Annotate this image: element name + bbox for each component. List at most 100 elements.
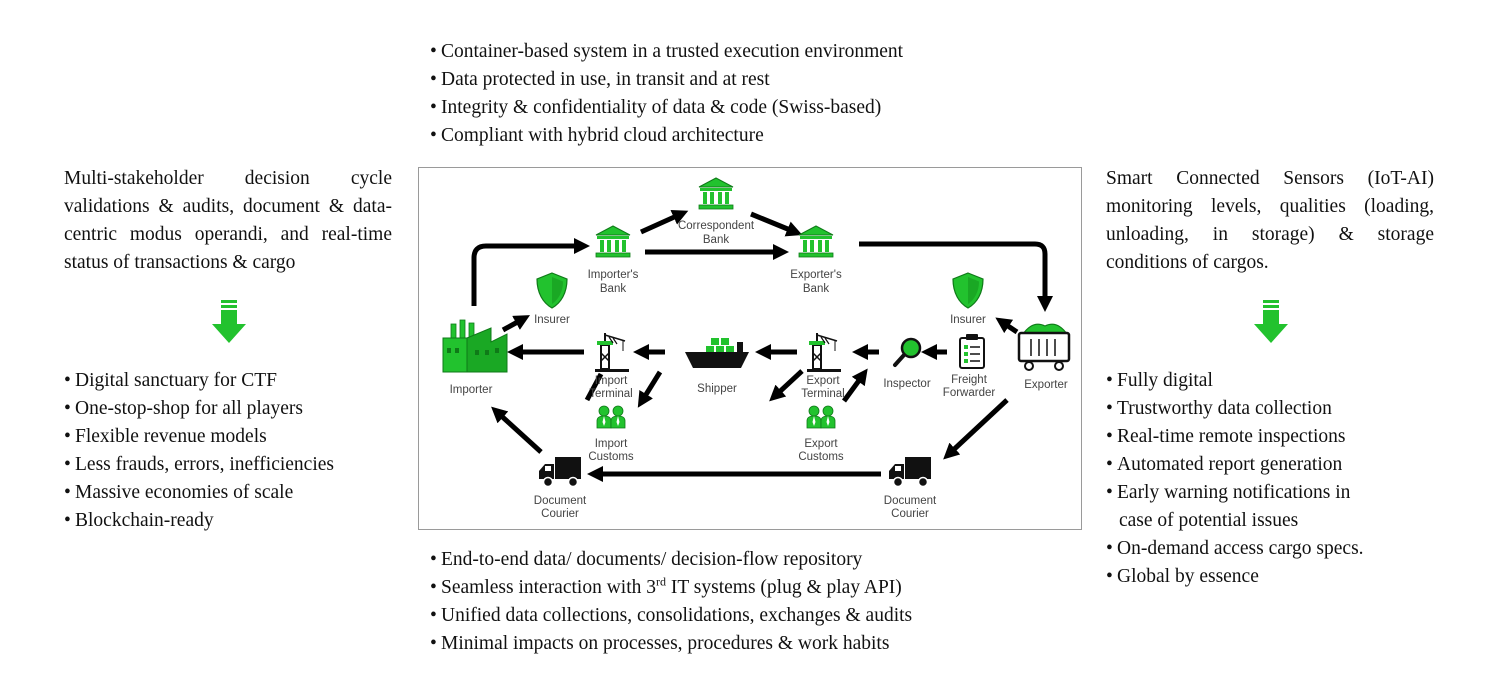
node-label: Terminal xyxy=(589,388,632,400)
terminal-crane-icon xyxy=(806,332,842,373)
node-label: Customs xyxy=(588,451,634,463)
importers-bank-node: Importer's Bank xyxy=(588,225,639,295)
list-item: •Compliant with hybrid cloud architectur… xyxy=(430,125,764,146)
cargo-wagon-icon xyxy=(1017,323,1071,371)
terminal-crane-icon xyxy=(594,332,630,373)
green-down-arrow-icon xyxy=(212,300,246,343)
import-customs-node: Import Customs xyxy=(588,405,634,463)
arrow-exporter-to-insurer xyxy=(995,317,1019,335)
node-label: Forwarder xyxy=(943,387,996,399)
arrow-import-customs-to-shipper xyxy=(637,370,663,408)
export-terminal-node: Export Terminal xyxy=(801,332,845,400)
arrow-exporter-to-document-courier xyxy=(943,398,1009,460)
node-label: Courier xyxy=(891,508,929,520)
node-label: Import xyxy=(595,438,628,450)
ship-icon xyxy=(685,338,749,368)
truck-icon xyxy=(888,456,932,488)
node-label: Bank xyxy=(703,234,729,246)
arrow-courier-to-importer xyxy=(491,406,543,454)
list-item: •Minimal impacts on processes, procedure… xyxy=(430,633,890,654)
node-label: Exporter xyxy=(1024,379,1068,391)
list-item-continuation: case of potential issues xyxy=(1119,510,1299,531)
left-description: Multi-stakeholder decision cycle validat… xyxy=(64,168,392,273)
list-item: •End-to-end data/ documents/ decision-fl… xyxy=(430,549,863,570)
truck-icon xyxy=(538,456,582,488)
node-label: Shipper xyxy=(697,383,737,395)
list-item: •Seamless interaction with 3rd IT system… xyxy=(430,574,902,599)
list-item: •Data protected in use, in transit and a… xyxy=(430,69,770,90)
node-label: Export xyxy=(806,375,840,387)
node-label: Importer xyxy=(450,384,493,396)
node-label: Bank xyxy=(600,283,626,295)
arrow-importer-to-insurer xyxy=(501,315,531,333)
arrow-export-terminal-to-export-customs xyxy=(769,369,804,402)
import-terminal-node: Import Terminal xyxy=(589,332,633,400)
bank-icon xyxy=(595,225,631,258)
arrow-export-customs-to-export-terminal xyxy=(841,368,868,403)
shield-icon xyxy=(952,272,984,309)
bank-icon xyxy=(698,177,734,210)
customs-officers-icon xyxy=(596,405,626,429)
list-item: •Integrity & confidentiality of data & c… xyxy=(430,97,882,118)
list-item: •Massive economies of scale xyxy=(64,482,294,503)
node-label: Freight xyxy=(951,374,988,386)
list-item: •Less frauds, errors, inefficiencies xyxy=(64,454,334,475)
arrow-import-terminal-to-import-customs xyxy=(584,372,604,402)
freight-forwarder-node: Freight Forwarder xyxy=(943,334,996,399)
list-item: •Fully digital xyxy=(1106,370,1213,391)
bank-icon xyxy=(798,225,834,258)
node-label: Export xyxy=(804,438,838,450)
node-label: Importer's xyxy=(588,269,639,281)
right-bullet-list: •Fully digital •Trustworthy data collect… xyxy=(1106,367,1364,591)
node-label: Exporter's xyxy=(790,269,842,281)
list-item: •Unified data collections, consolidation… xyxy=(430,605,913,626)
node-label: Insurer xyxy=(950,314,986,326)
left-bullet-list: •Digital sanctuary for CTF •One-stop-sho… xyxy=(64,367,334,535)
document-courier-right-node: Document Courier xyxy=(884,456,937,520)
list-item: •On-demand access cargo specs. xyxy=(1106,538,1364,559)
node-label: Customs xyxy=(798,451,844,463)
list-item: •Early warning notifications in xyxy=(1106,482,1351,503)
arrow-exporters-bank-to-exporter xyxy=(859,241,1054,313)
insurer-left-node: Insurer xyxy=(534,272,570,326)
node-label: Correspondent xyxy=(678,220,755,232)
arrow-correspondent-to-exporters-bank xyxy=(750,211,803,237)
bottom-bullet-list: •End-to-end data/ documents/ decision-fl… xyxy=(430,546,912,658)
right-description: Smart Connected Sensors (IoT-AI) monitor… xyxy=(1106,168,1434,273)
shipper-node: Shipper xyxy=(685,338,749,395)
node-label: Inspector xyxy=(883,378,930,390)
document-courier-left-node: Document Courier xyxy=(534,456,587,520)
list-item: •Real-time remote inspections xyxy=(1106,426,1346,447)
list-item: •Digital sanctuary for CTF xyxy=(64,370,277,391)
importer-node: Importer xyxy=(442,319,508,396)
green-down-arrow-icon xyxy=(1254,300,1288,343)
correspondent-bank-node: Correspondent Bank xyxy=(678,177,755,246)
node-label: Courier xyxy=(541,508,579,520)
trade-flow-diagram: Correspondent Bank Importer's Bank Expor… xyxy=(418,167,1082,530)
list-item: •Container-based system in a trusted exe… xyxy=(430,41,904,62)
customs-officers-icon xyxy=(806,405,836,429)
flow-arrows xyxy=(471,209,1054,483)
node-label: Insurer xyxy=(534,314,570,326)
list-item: •Trustworthy data collection xyxy=(1106,398,1332,419)
insurer-right-node: Insurer xyxy=(950,272,986,326)
list-item: •Automated report generation xyxy=(1106,454,1343,475)
factory-icon xyxy=(442,319,508,373)
arrow-importers-bank-to-correspondent xyxy=(639,209,689,235)
exporter-node: Exporter xyxy=(1017,323,1071,391)
shield-icon xyxy=(536,272,568,309)
list-item: •One-stop-shop for all players xyxy=(64,398,303,419)
export-customs-node: Export Customs xyxy=(798,405,844,463)
inspector-node: Inspector xyxy=(883,337,931,390)
node-label: Document xyxy=(534,495,587,507)
top-bullet-list: •Container-based system in a trusted exe… xyxy=(430,38,903,150)
arrow-importer-to-importers-bank xyxy=(471,237,591,306)
node-label: Terminal xyxy=(801,388,844,400)
list-item: •Flexible revenue models xyxy=(64,426,267,447)
node-label: Import xyxy=(595,375,628,387)
node-label: Document xyxy=(884,495,937,507)
exporters-bank-node: Exporter's Bank xyxy=(790,225,842,295)
node-label: Bank xyxy=(803,283,829,295)
clipboard-icon xyxy=(959,334,985,369)
list-item: •Blockchain-ready xyxy=(64,510,214,531)
